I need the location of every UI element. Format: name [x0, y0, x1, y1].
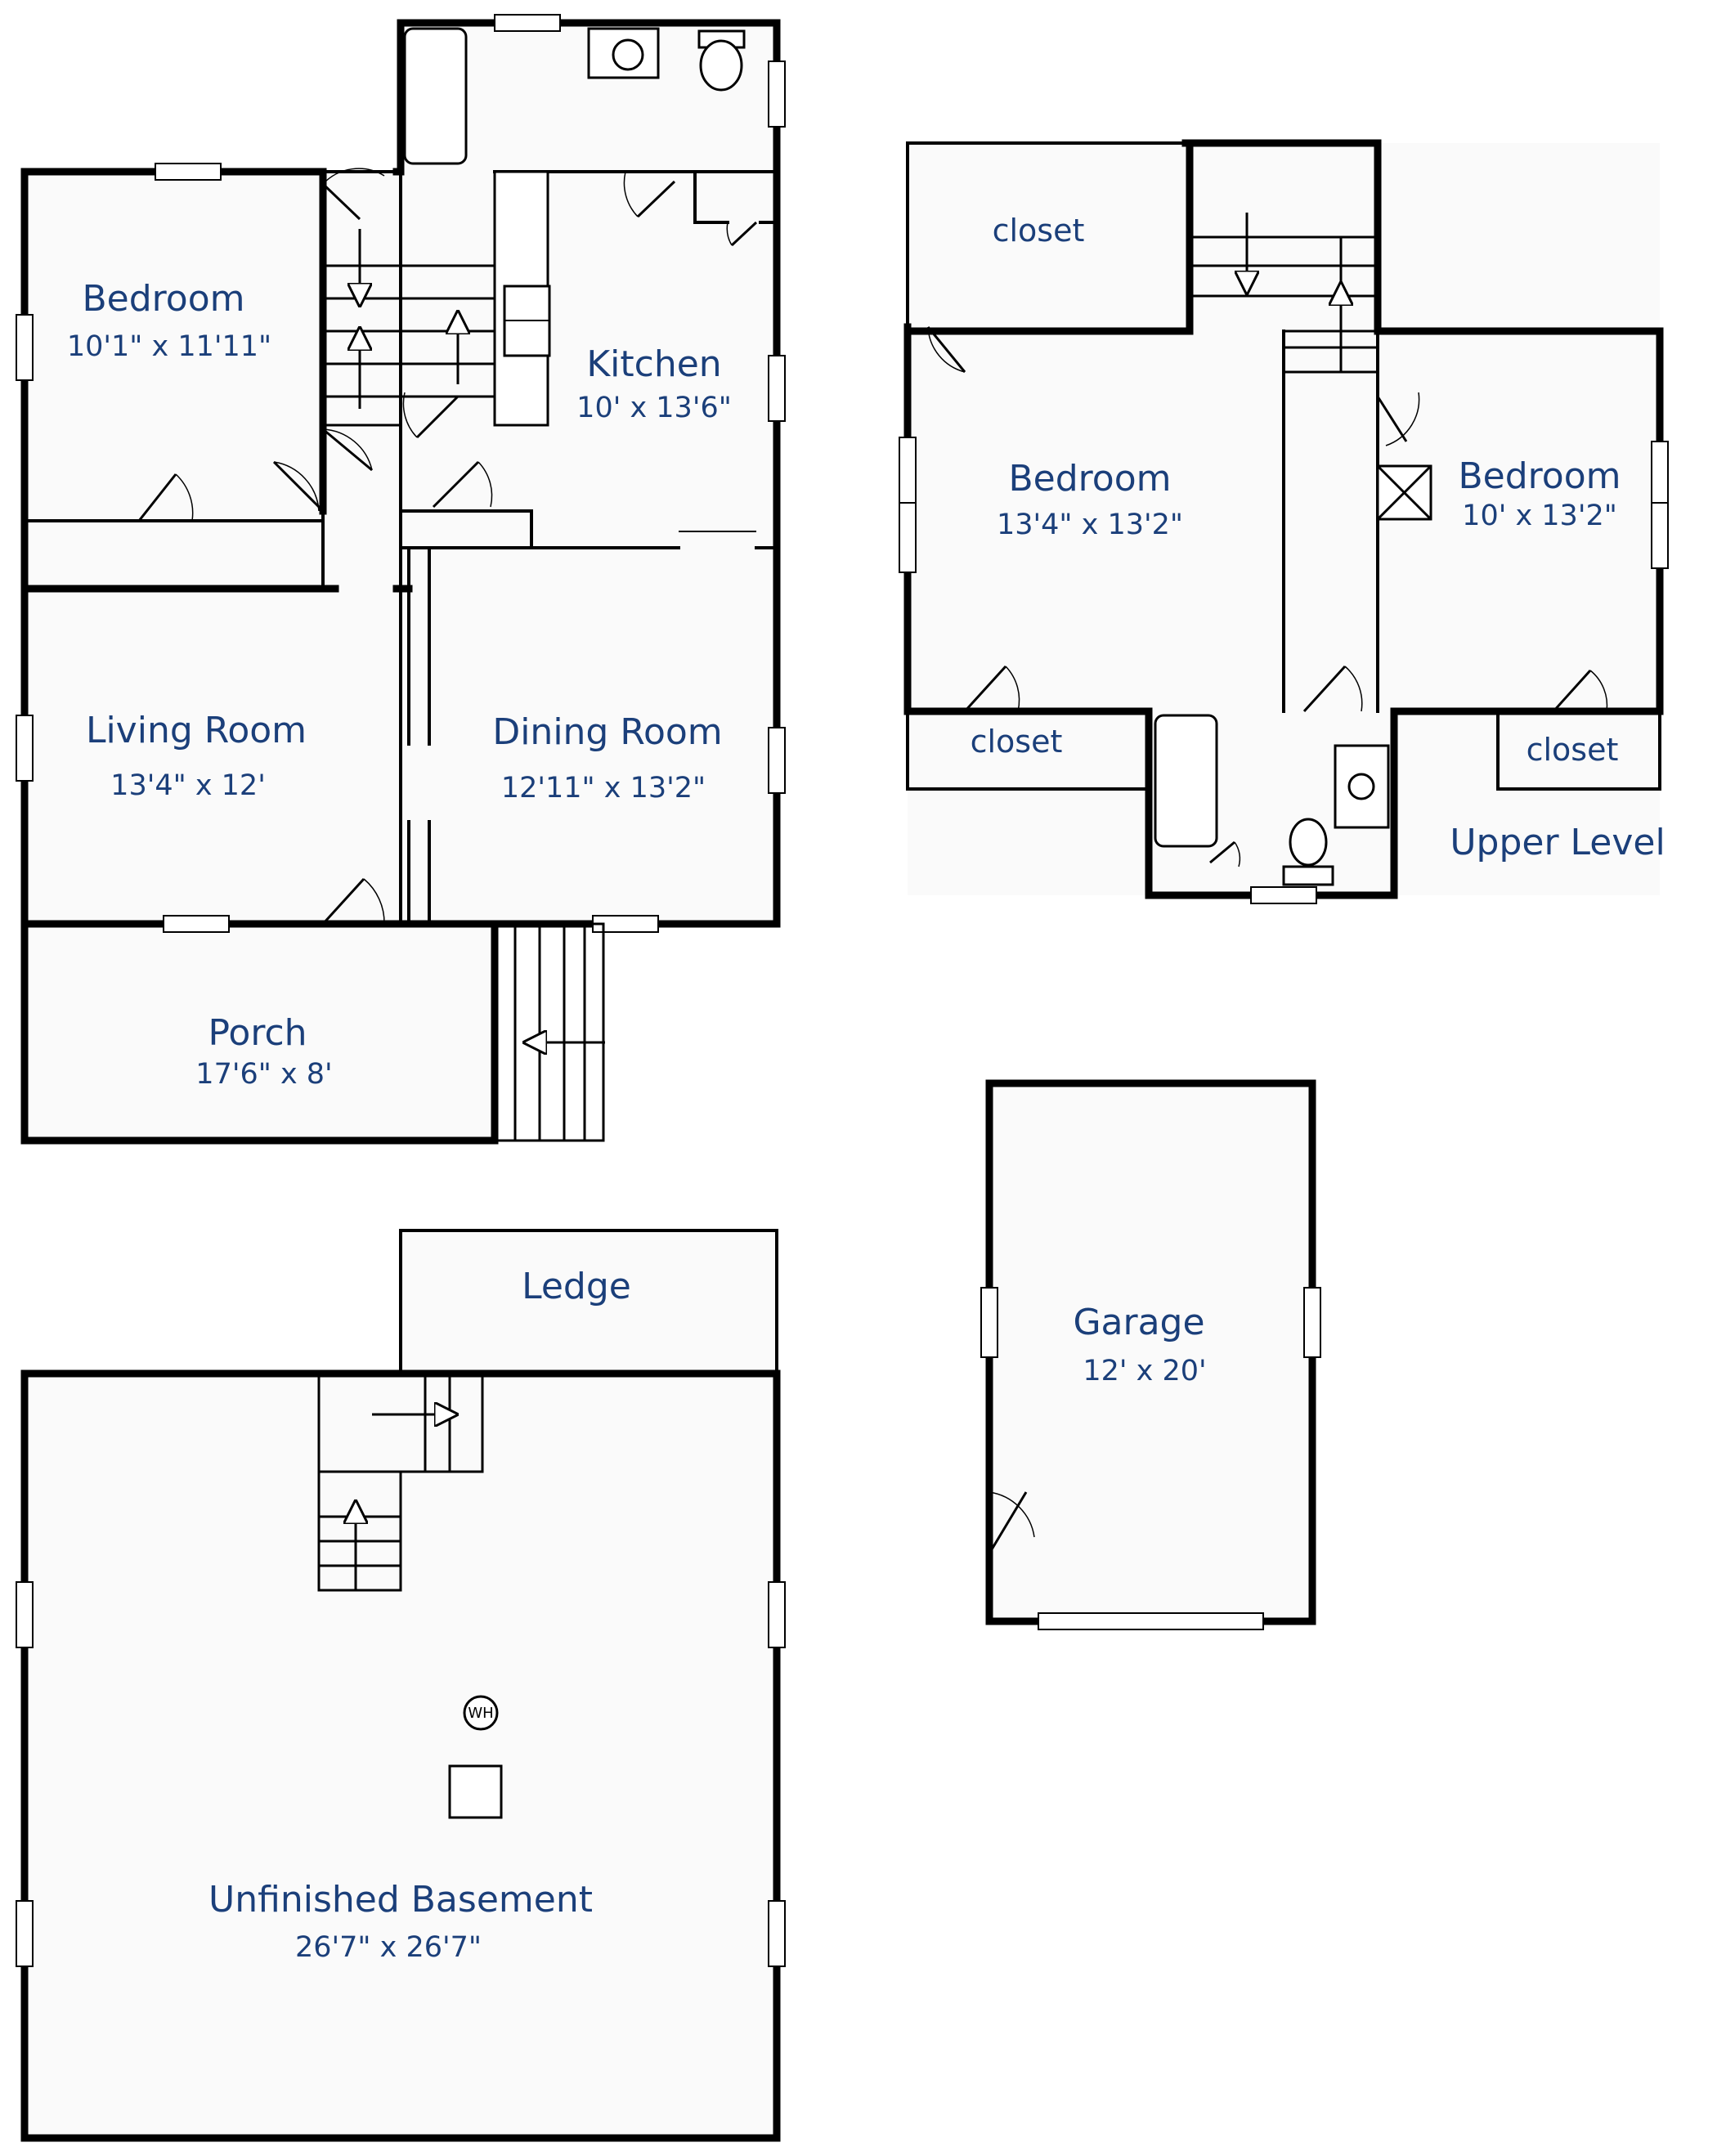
main-stairs [323, 229, 495, 427]
garage-level [980, 1079, 1321, 1630]
living-room-dims: 13'4" x 12' [110, 769, 266, 802]
living-room-name: Living Room [86, 710, 307, 751]
garage-door [1038, 1612, 1264, 1630]
porch-name: Porch [208, 1012, 307, 1054]
porch-dims: 17'6" x 8' [195, 1058, 332, 1091]
upper-closet-bottom-left: closet [971, 724, 1063, 760]
basement-level [16, 1229, 786, 2142]
upper-stairs [1190, 213, 1378, 372]
upper-level [899, 139, 1669, 904]
basement-stairs [317, 1374, 484, 1592]
kitchen-name: Kitchen [586, 343, 721, 385]
upper-bedroom-left-dims: 13'4" x 13'2" [997, 509, 1183, 541]
basement-name: Unfinished Basement [208, 1879, 593, 1921]
main-level [16, 14, 786, 1145]
water-heater-icon [463, 1695, 499, 1731]
upper-bedroom-left-name: Bedroom [1008, 458, 1171, 500]
support-post [448, 1764, 503, 1819]
main-bedroom-dims: 10'1" x 11'11" [67, 330, 271, 363]
kitchen-dims: 10' x 13'6" [576, 392, 732, 424]
dining-room-dims: 12'11" x 13'2" [501, 772, 706, 805]
porch-steps [495, 922, 605, 1142]
water-heater-label: WH [468, 1705, 493, 1722]
basement-dims: 26'7" x 26'7" [295, 1931, 482, 1964]
upper-closet-top: closet [993, 213, 1085, 249]
main-bedroom-name: Bedroom [82, 278, 244, 320]
upper-closet-bottom-right: closet [1527, 732, 1619, 768]
dining-room-name: Dining Room [492, 711, 722, 753]
upper-bedroom-right-dims: 10' x 13'2" [1462, 500, 1617, 532]
garage-name: Garage [1073, 1302, 1204, 1343]
upper-bedroom-right-name: Bedroom [1458, 455, 1621, 497]
upper-level-title: Upper Level [1450, 822, 1665, 863]
ledge-label: Ledge [522, 1266, 631, 1307]
garage-dims: 12' x 20' [1083, 1355, 1206, 1387]
